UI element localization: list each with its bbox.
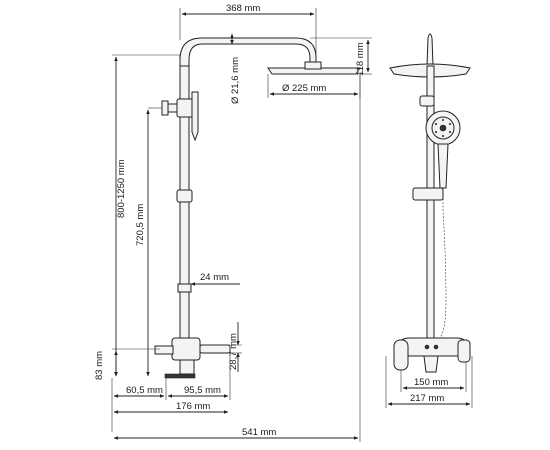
dim-wall-offset: 60,5 mm <box>126 385 163 396</box>
dim-base-height: 83 mm <box>94 351 105 380</box>
riser-pipe-front <box>426 65 435 343</box>
dim-front-width: 217 mm <box>410 393 444 404</box>
hand-shower-side <box>191 91 199 142</box>
hand-shower-front <box>425 110 461 189</box>
diverter-handle <box>161 98 194 118</box>
front-view: 150 mm 217 mm <box>385 33 473 408</box>
side-view: 368 mm Ø 21,6 mm 118 mm Ø 225 mm 800-125… <box>94 3 372 442</box>
dim-pipe-height: 720,5 mm <box>135 204 146 246</box>
slider-bracket <box>176 189 193 203</box>
shower-hose <box>439 188 447 339</box>
shower-head-side <box>267 67 361 75</box>
dim-total-width: 541 mm <box>242 427 276 438</box>
dim-head-diameter: Ø 225 mm <box>282 83 326 94</box>
slider-front <box>412 187 444 201</box>
dim-spout-height: 28,7 mm <box>228 333 239 370</box>
mixer-front <box>393 337 471 373</box>
dim-head-height: 118 mm <box>355 42 366 76</box>
dim-pipe-width: 24 mm <box>200 272 229 283</box>
mixer-side <box>154 337 231 379</box>
dim-height-range: 800-1250 mm <box>116 159 127 218</box>
dim-arm-diameter: Ø 21,6 mm <box>230 57 241 104</box>
dim-top-width: 368 mm <box>226 3 260 14</box>
shower-arm <box>179 37 317 67</box>
dim-depth: 176 mm <box>176 401 210 412</box>
dim-spout-length: 95,5 mm <box>184 385 221 396</box>
dim-mixer-width: 150 mm <box>414 377 448 388</box>
